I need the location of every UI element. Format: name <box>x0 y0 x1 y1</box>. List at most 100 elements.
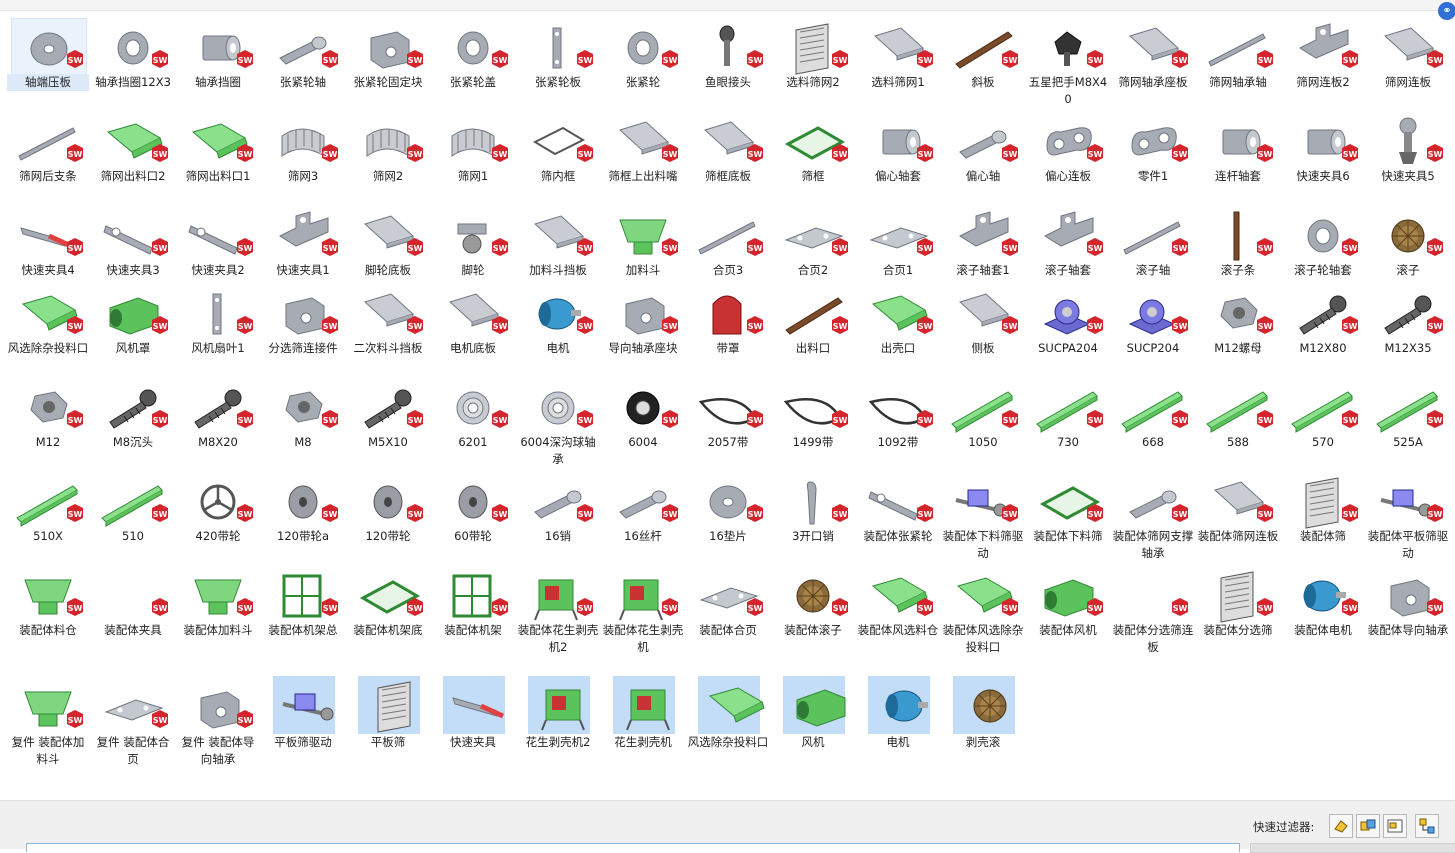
file-item[interactable]: 平板筛 <box>347 676 429 768</box>
file-item[interactable]: 剥壳滚 <box>942 676 1024 768</box>
filter-top-level-icon[interactable] <box>1415 814 1439 838</box>
file-item[interactable]: 花生剥壳机2 <box>517 676 599 768</box>
file-item[interactable]: 电机 <box>857 676 939 768</box>
file-item[interactable]: 花生剥壳机 <box>602 676 684 768</box>
file-item[interactable]: 平板筛驱动 <box>262 676 344 768</box>
filter-parts-icon[interactable] <box>1329 814 1353 838</box>
file-item[interactable]: 快速夹具 <box>432 676 514 768</box>
file-item[interactable]: 风选除杂投料口 <box>687 676 769 768</box>
